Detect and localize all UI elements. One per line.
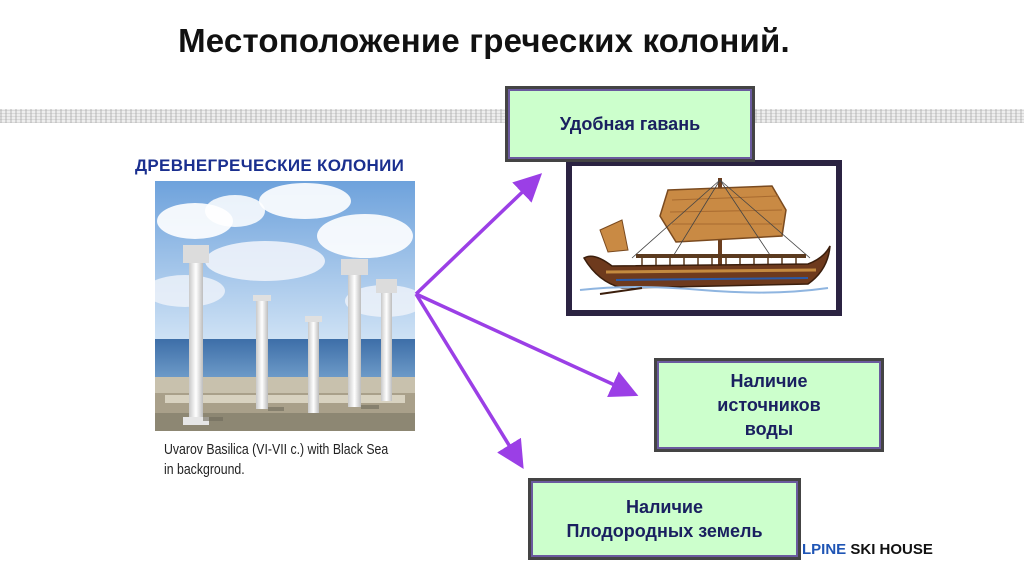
ship-image-frame [566, 160, 842, 316]
arrow-to-land [414, 293, 524, 469]
slide-title-text: Местоположение греческих колоний. [178, 22, 790, 59]
photo-caption-line1: Uvarov Basilica (VI-VII c.) with Black S… [164, 441, 389, 458]
colonies-heading: ДРЕВНЕГРЕЧЕСКИЕ КОЛОНИИ [135, 156, 405, 175]
ruins-illustration [155, 181, 415, 431]
photo-caption: Uvarov Basilica (VI-VII c.) with Black S… [164, 440, 388, 480]
water-label-line3: воды [744, 419, 794, 439]
land-label-line2: Плодородных земель [566, 521, 763, 541]
footer-brand: LPINE SKI HOUSE [802, 541, 933, 558]
footer-brand-rest: SKI HOUSE [846, 541, 933, 558]
water-sources-box: Наличие источников воды [654, 358, 884, 452]
ancient-ship-illustration [579, 178, 831, 295]
water-label-line1: Наличие [730, 371, 808, 391]
ship-image [572, 166, 836, 310]
slide-title: Местоположение греческих колоний. [0, 22, 1024, 60]
footer-brand-accent: LPINE [802, 541, 847, 558]
harbor-box: Удобная гавань [505, 86, 755, 162]
ruins-photo [155, 181, 415, 431]
harbor-label: Удобная гавань [559, 114, 701, 134]
land-label-line1: Наличие [625, 497, 704, 517]
water-label-line2: источников [717, 395, 821, 415]
arrow-to-harbor [414, 173, 543, 296]
fertile-land-box: Наличие Плодородных земель [528, 478, 801, 560]
photo-caption-line2: in background. [164, 461, 245, 478]
